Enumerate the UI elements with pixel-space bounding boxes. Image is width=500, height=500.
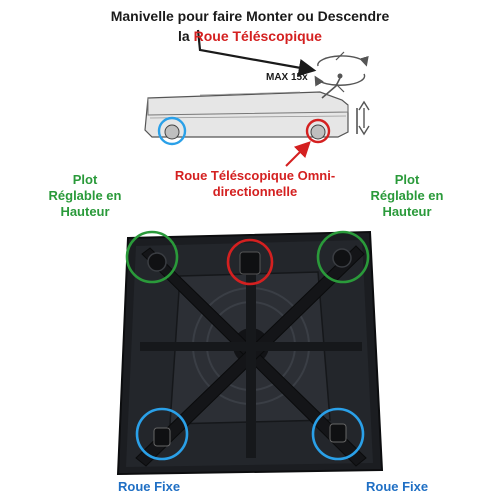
pointer-arrow-icon	[196, 29, 317, 77]
header-line-2-prefix: la	[178, 28, 194, 44]
plot-left-line-3: Hauteur	[60, 204, 110, 219]
side-telescopic-wheel-circle	[305, 118, 331, 144]
plot-right-line-3: Hauteur	[382, 204, 432, 219]
telescopic-pointer-arrow	[285, 141, 311, 167]
side-view-drawing	[144, 73, 358, 140]
header-line-1: Manivelle pour faire Monter ou Descendre	[110, 8, 390, 24]
header-line-2: la Roue Téléscopique	[0, 28, 500, 44]
plot-left-line-2: Réglable en	[48, 188, 122, 203]
plot-right-line-1: Plot	[394, 172, 420, 187]
crank-note: MAX 15x	[266, 72, 308, 83]
plot-left-circle	[125, 230, 179, 284]
base-bottom-view	[116, 230, 384, 476]
vertical-double-arrow-icon	[358, 100, 370, 136]
omni-wheel-circle	[226, 238, 274, 286]
fixed-left-label: Roue Fixe	[118, 479, 181, 494]
fixed-right-circle	[311, 407, 365, 461]
rotation-arrows-icon	[314, 51, 369, 93]
plot-right-line-2: Réglable en	[370, 188, 444, 203]
plot-right-circle	[316, 230, 370, 284]
fixed-right-label: Roue Fixe	[366, 479, 429, 494]
side-fixed-wheel-circle	[157, 116, 187, 146]
omni-label-line-2: directionnelle	[212, 184, 298, 199]
header-line-2-highlight: Roue Téléscopique	[193, 28, 322, 44]
omni-label-line-1: Roue Téléscopique Omni-	[174, 168, 336, 183]
fixed-left-circle	[135, 407, 189, 461]
plot-left-line-1: Plot	[72, 172, 98, 187]
